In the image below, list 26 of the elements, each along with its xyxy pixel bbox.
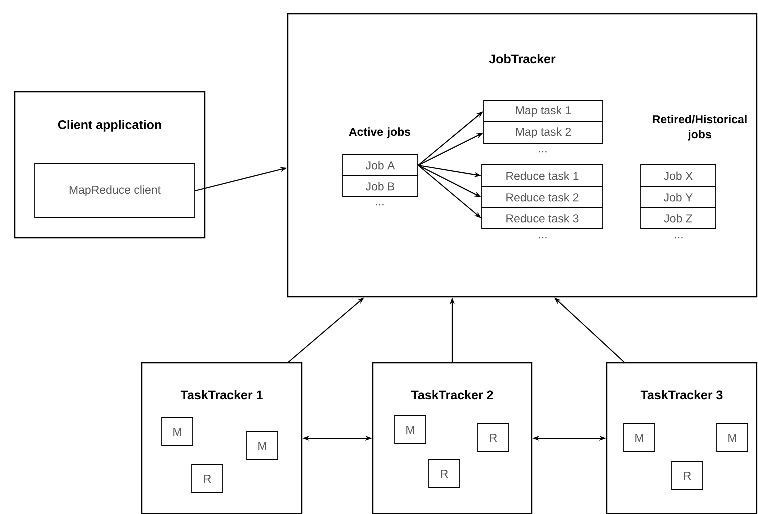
list-row: Job Z xyxy=(640,208,716,230)
list-row: Reduce task 3 xyxy=(482,208,604,230)
list-row: Reduce task 1 xyxy=(482,164,604,188)
list-row: Job A xyxy=(342,154,418,176)
task-slot: R xyxy=(428,460,460,488)
ellipsis: ... xyxy=(539,237,547,239)
list-row: Job X xyxy=(640,164,716,188)
task-slot: R xyxy=(478,424,510,452)
task-slot: M xyxy=(394,416,426,444)
task-slot: R xyxy=(672,462,704,490)
list-row: Job Y xyxy=(640,186,716,208)
task-slot: M xyxy=(162,418,194,446)
task-slot: M xyxy=(624,424,656,452)
list-row: Map task 1 xyxy=(484,100,604,122)
list-row: Job B xyxy=(342,176,418,198)
list-row: Reduce task 2 xyxy=(482,186,604,208)
list-row: Map task 2 xyxy=(484,122,604,144)
task-slot: R xyxy=(192,464,224,494)
ellipsis: ... xyxy=(675,237,683,239)
task-slot: M xyxy=(246,432,278,460)
client-box: MapReduce client xyxy=(34,164,196,218)
list-heading: Active jobs xyxy=(349,128,411,138)
task-slot: M xyxy=(716,424,748,452)
ellipsis: ... xyxy=(376,204,384,206)
ellipsis: ... xyxy=(539,151,547,153)
list-heading: Retired/Historical jobs xyxy=(653,115,747,141)
